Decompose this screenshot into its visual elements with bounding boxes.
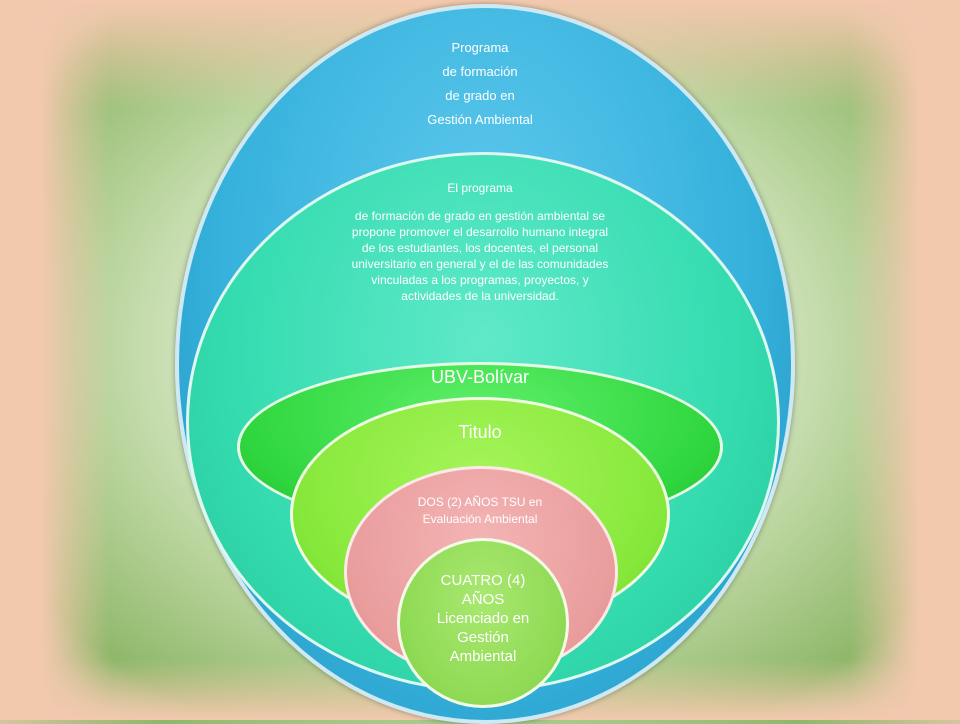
outer-circle-title: Programa de formación de grado en Gestió…	[380, 36, 580, 132]
outer-title-line: Gestión Ambiental	[427, 112, 533, 127]
teal-description: de formación de grado en gestión ambient…	[351, 209, 609, 303]
tsu-label: DOS (2) AÑOS TSU en Evaluación Ambiental	[417, 495, 543, 526]
titulo-label: Titulo	[458, 422, 502, 442]
ubv-bolivar-label: UBV-Bolívar	[430, 367, 530, 387]
inner-circle-licenciado	[397, 538, 569, 708]
outer-title-line: Programa	[451, 40, 509, 55]
licenciado-label: CUATRO (4) AÑOS Licenciado en Gestión Am…	[436, 572, 530, 665]
outer-title-line: de formación	[442, 64, 518, 79]
teal-heading: El programa	[447, 181, 513, 195]
outer-title-line: de grado en	[445, 88, 515, 103]
